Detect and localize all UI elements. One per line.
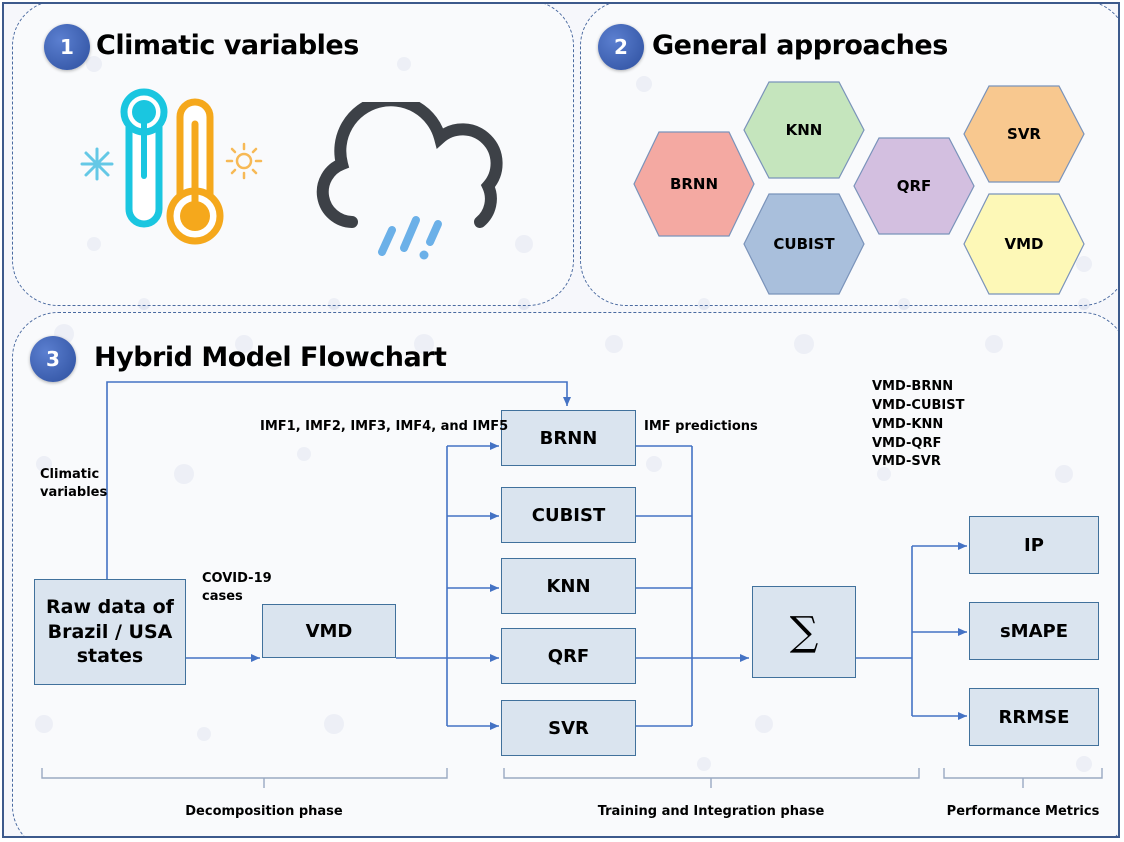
hexagon-knn (743, 81, 865, 179)
panel-1-badge: 1 (44, 24, 90, 70)
thermometer-hot-icon (166, 98, 263, 245)
hybrid-model-item: VMD-CUBIST (872, 397, 965, 413)
metric-box-smape: sMAPE (969, 602, 1099, 660)
hexagon-vmd (963, 193, 1085, 295)
hexagon-brnn (633, 131, 755, 237)
metric-box-ip: IP (969, 516, 1099, 574)
training-phase-label: Training and Integration phase (597, 804, 825, 819)
background-pattern (35, 56, 1092, 772)
model-box-qrf: QRF (501, 628, 636, 684)
flowchart-connectors (41, 381, 1103, 788)
covid-cases-label: COVID-19 cases (202, 570, 272, 605)
hexagon-label-knn: KNN (785, 121, 823, 139)
hybrid-model-item: VMD-KNN (872, 416, 944, 432)
panel-2-title: General approaches (652, 30, 948, 61)
thermometer-cold-icon (80, 88, 168, 228)
hexagon-svr (963, 85, 1085, 183)
performance-phase-label: Performance Metrics (946, 804, 1100, 819)
panel-2-badge: 2 (598, 24, 644, 70)
panel-1-title: Climatic variables (96, 30, 359, 61)
imf-components-label: IMF1, IMF2, IMF3, IMF4, and IMF5 (260, 419, 509, 434)
summation-box: ∑ (752, 586, 856, 678)
rain-cloud-icon (316, 102, 503, 260)
climatic-variables-label: Climatic variables (40, 466, 107, 501)
hybrid-models-list: VMD-BRNN VMD-CUBIST VMD-KNN VMD-QRF VMD-… (872, 378, 965, 472)
covid-label-line-2: cases (202, 588, 243, 604)
hybrid-model-item: VMD-QRF (872, 435, 942, 451)
model-box-cubist: CUBIST (501, 487, 636, 543)
panel-3-title: Hybrid Model Flowchart (94, 342, 447, 373)
imf-predictions-label: IMF predictions (644, 419, 758, 434)
panel-3-badge: 3 (30, 336, 76, 382)
climatic-label-line-1: Climatic (40, 467, 100, 482)
raw-data-box: Raw data of Brazil / USA states (34, 579, 186, 685)
model-box-svr: SVR (501, 700, 636, 756)
hexagon-label-brnn: BRNN (669, 175, 719, 193)
climatic-label-line-2: variables (40, 484, 108, 500)
model-box-knn: KNN (501, 558, 636, 614)
hybrid-model-item: VMD-BRNN (872, 379, 954, 394)
vmd-box: VMD (262, 604, 396, 658)
metric-box-rrmse: RRMSE (969, 688, 1099, 746)
decomposition-phase-label: Decomposition phase (185, 804, 343, 819)
model-box-brnn: BRNN (501, 410, 636, 466)
hexagon-label-svr: SVR (1007, 125, 1041, 143)
covid-label-line-1: COVID-19 (202, 571, 272, 586)
hexagon-label-cubist: CUBIST (773, 235, 835, 253)
hybrid-model-item: VMD-SVR (872, 454, 941, 470)
hexagon-qrf (853, 137, 975, 235)
approaches-hexagons (633, 81, 1085, 295)
hexagon-label-qrf: QRF (896, 177, 932, 195)
hexagon-label-vmd: VMD (1004, 235, 1044, 253)
hexagon-cubist (743, 193, 865, 295)
